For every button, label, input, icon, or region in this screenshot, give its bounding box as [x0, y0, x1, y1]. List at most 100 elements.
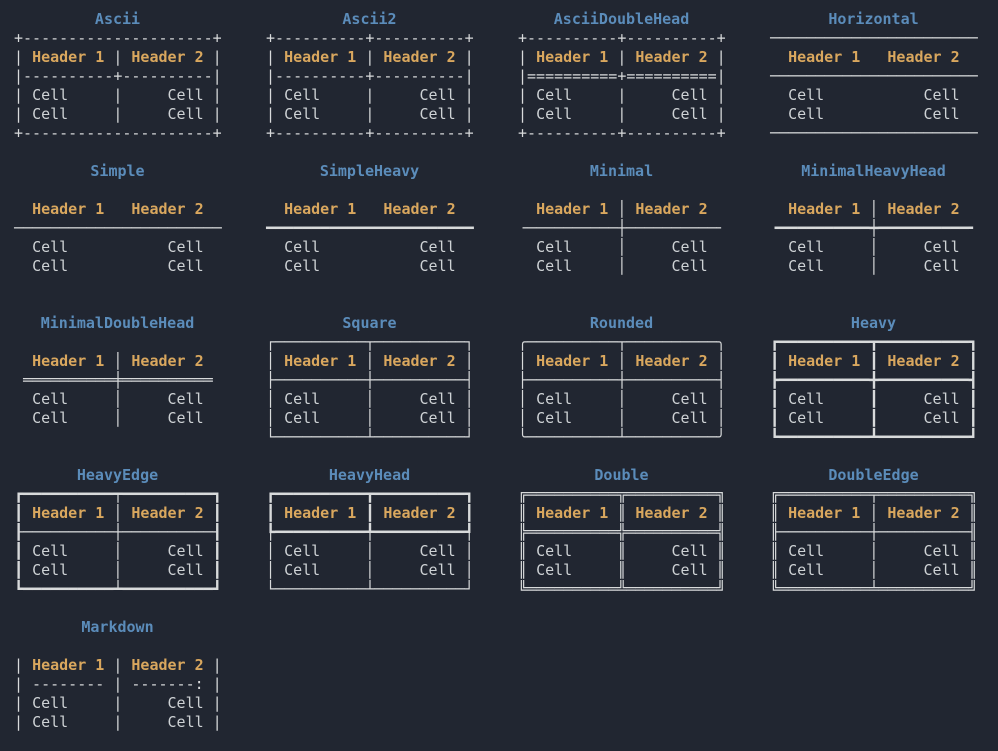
- table-header-row: ┃ Header 1 ┃ Header 2 ┃: [770, 352, 978, 371]
- header-2-cell: Header 2: [635, 504, 708, 522]
- cell-1: Cell: [536, 390, 573, 408]
- box-style-title: DoubleEdge: [828, 466, 919, 484]
- cell-1: Cell: [32, 238, 69, 256]
- border-segment: ┃: [824, 390, 924, 408]
- cell-1: Cell: [284, 542, 321, 560]
- header-2-cell: Header 2: [887, 200, 960, 218]
- cell-2: Cell: [923, 86, 960, 104]
- cell-1: Cell: [284, 561, 321, 579]
- cell-2: Cell: [167, 257, 204, 275]
- header-1-cell: Header 1: [284, 504, 357, 522]
- box-style-rounded: Rounded ╭──────────┬──────────╮ │ Header…: [518, 314, 726, 466]
- cell-2: Cell: [167, 86, 204, 104]
- table-header-row: | Header 1 | Header 2 |: [266, 48, 474, 67]
- table-header-row: │ Header 1 │ Header 2 │: [266, 352, 474, 371]
- border-segment: ┃: [266, 504, 285, 522]
- cell-1: Cell: [32, 713, 69, 731]
- border-segment: |: [608, 48, 636, 66]
- border-segment: │: [572, 390, 672, 408]
- box-style-asciidoublehead: AsciiDoubleHead +----------+----------+ …: [518, 10, 726, 162]
- cell-1: Cell: [32, 86, 69, 104]
- border-segment: |: [266, 105, 285, 123]
- box-style-ascii: Ascii +---------------------+ | Header 1…: [14, 10, 222, 162]
- border-segment: │: [104, 504, 132, 522]
- header-1-cell: Header 1: [536, 504, 609, 522]
- border-segment: │: [266, 542, 285, 560]
- cell-2: Cell: [419, 238, 456, 256]
- cell-1: Cell: [32, 542, 69, 560]
- cell-1: Cell: [32, 257, 69, 275]
- border-segment: [68, 238, 167, 256]
- header-2-cell: Header 2: [131, 48, 204, 66]
- border-segment: [204, 390, 222, 408]
- table-top-border: ┏━━━━━━━━━━┯━━━━━━━━━━┓: [14, 485, 222, 503]
- cell-1: Cell: [536, 561, 573, 579]
- table-head-separator: |----------+----------|: [14, 67, 222, 85]
- border-segment: [204, 200, 222, 218]
- border-segment: [708, 238, 726, 256]
- border-segment: [14, 200, 32, 218]
- table-head-separator: |==========+==========|: [518, 67, 726, 85]
- header-1-cell: Header 1: [32, 48, 105, 66]
- border-segment: [204, 409, 222, 427]
- table-top-border: [518, 181, 725, 200]
- border-segment: │: [455, 542, 474, 560]
- table-header-row: Header 1 │ Header 2: [518, 200, 725, 219]
- header-1-cell: Header 1: [536, 200, 609, 218]
- border-segment: [860, 48, 887, 66]
- border-segment: [770, 200, 788, 218]
- box-style-simple: Simple Header 1 Header 2 ───────────────…: [14, 162, 222, 314]
- header-1-cell: Header 1: [788, 352, 861, 370]
- border-segment: |: [572, 86, 672, 104]
- border-segment: ┃: [203, 504, 222, 522]
- cell-2: Cell: [419, 409, 456, 427]
- cell-1: Cell: [284, 105, 321, 123]
- border-segment: |: [14, 694, 33, 712]
- border-segment: |: [14, 105, 33, 123]
- border-segment: │: [572, 409, 672, 427]
- header-2-cell: Header 2: [383, 48, 456, 66]
- table-header-row: ┃ Header 1 │ Header 2 ┃: [14, 504, 222, 523]
- border-segment: │: [608, 352, 636, 370]
- border-segment: ║: [707, 542, 726, 560]
- border-segment: [770, 48, 788, 66]
- table-row: Cell │ Cell: [518, 238, 725, 257]
- table-top-border: ┏━━━━━━━━━━┳━━━━━━━━━━┓: [266, 485, 474, 503]
- table-bottom-border: +----------+----------+: [266, 124, 474, 142]
- box-style-title: Ascii2: [342, 10, 397, 28]
- table-row: Cell Cell: [770, 105, 977, 124]
- border-segment: [770, 86, 788, 104]
- border-segment: |: [68, 694, 168, 712]
- cell-2: Cell: [671, 238, 708, 256]
- border-segment: │: [266, 352, 285, 370]
- border-segment: ┃: [203, 542, 222, 560]
- table-top-border: ┌──────────┬──────────┐: [266, 333, 474, 351]
- cell-1: Cell: [32, 105, 69, 123]
- cell-1: Cell: [284, 257, 321, 275]
- box-style-double: Double ╔══════════╦══════════╗ ║ Header …: [518, 466, 726, 618]
- table-bottom-border: +----------+----------+: [518, 124, 726, 142]
- border-segment: [68, 257, 167, 275]
- border-segment: |: [707, 86, 726, 104]
- table-row: | Cell | Cell |: [266, 105, 474, 124]
- table-bottom-border: ╚══════════╩══════════╝: [518, 580, 726, 598]
- cell-1: Cell: [536, 409, 573, 427]
- header-2-cell: Header 2: [383, 200, 456, 218]
- table-row: Cell Cell: [266, 238, 473, 257]
- border-segment: ┃: [203, 561, 222, 579]
- header-1-cell: Header 1: [788, 48, 861, 66]
- table-header-row: ║ Header 1 ║ Header 2 ║: [518, 504, 726, 523]
- table-head-separator: ┠──────────┼──────────┨: [14, 523, 222, 541]
- cell-1: Cell: [788, 105, 825, 123]
- border-segment: |: [203, 105, 222, 123]
- border-segment: [14, 390, 32, 408]
- border-segment: [266, 200, 284, 218]
- table-header-row: | Header 1 | Header 2 |: [518, 48, 726, 67]
- table-top-border: ╔══════════╦══════════╗: [518, 485, 726, 503]
- table-top-border: ╭──────────┬──────────╮: [518, 333, 726, 351]
- cell-1: Cell: [788, 390, 825, 408]
- border-segment: |: [68, 86, 168, 104]
- table-top-border: ╔══════════╤══════════╗: [770, 485, 978, 503]
- header-1-cell: Header 1: [788, 200, 861, 218]
